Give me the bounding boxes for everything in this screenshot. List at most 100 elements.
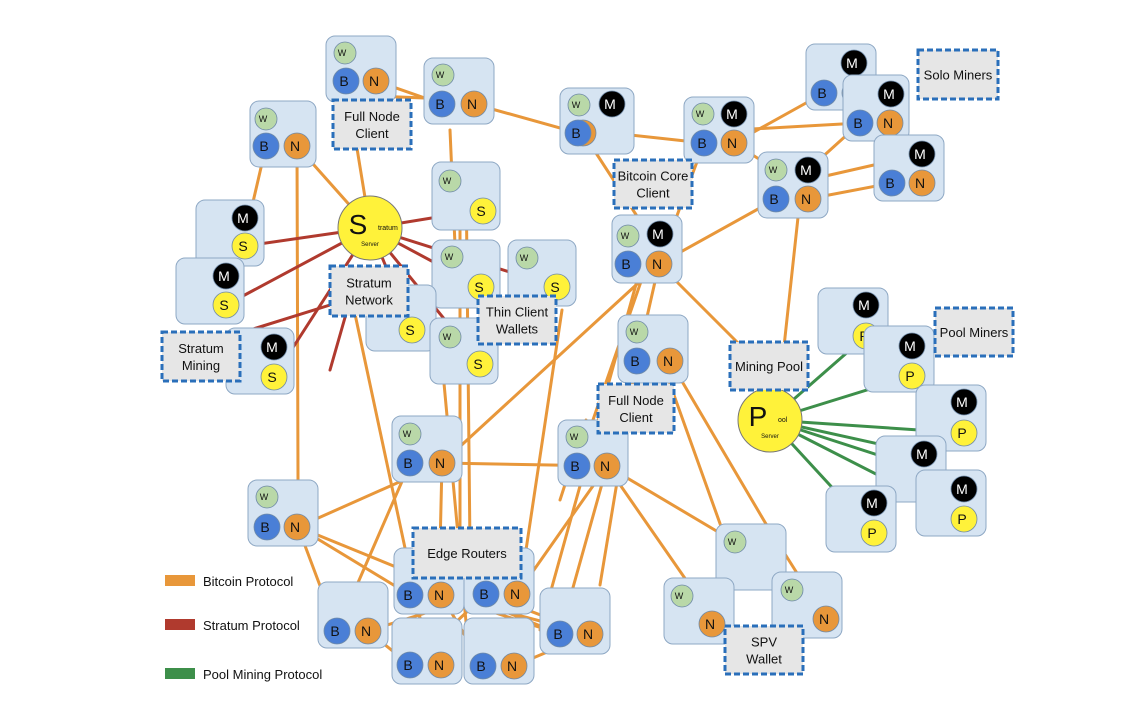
network-routing-circle xyxy=(427,581,455,609)
callout-stratum-network-text: Network xyxy=(345,293,393,308)
miner-circle xyxy=(260,333,288,361)
callout-full-node-client-mid-box xyxy=(596,382,676,435)
miner-circle xyxy=(794,156,822,184)
blockchain-circle-letter: B xyxy=(403,657,412,673)
blockchain-circle xyxy=(253,513,281,541)
node-box: MS xyxy=(195,199,265,267)
bitcoin-protocol-link xyxy=(668,359,768,526)
callout-pool-miners-box xyxy=(933,306,1015,358)
lightweight-circle-letter: S xyxy=(267,369,276,385)
blockchain-circle xyxy=(762,185,790,213)
miner-circle xyxy=(212,262,240,290)
network-routing-circle-letter: N xyxy=(727,135,737,151)
blockchain-circle-letter: B xyxy=(259,138,268,154)
wallet-circle xyxy=(333,41,357,65)
miner-circle xyxy=(910,440,938,468)
callout-thin-client-wallets-text: Thin Client xyxy=(486,305,549,320)
network-routing-circle xyxy=(460,90,488,118)
blockchain-circle xyxy=(614,250,642,278)
node-box: MS xyxy=(225,327,295,395)
wallet-circle xyxy=(691,102,715,126)
miner-circle-letter: M xyxy=(218,268,230,284)
wallet-circle xyxy=(616,224,640,248)
wallet-circle-letter: W xyxy=(260,492,269,502)
miner-circle-letter: M xyxy=(846,55,858,71)
network-routing-circle xyxy=(794,185,822,213)
callout-bitcoin-core-client-box xyxy=(612,158,694,210)
lightweight-circle-letter: S xyxy=(219,297,228,313)
miner-circle-letter: M xyxy=(904,338,916,354)
blockchain-circle xyxy=(878,169,906,197)
network-routing-circle-letter: N xyxy=(600,458,610,474)
connection-lines xyxy=(224,79,966,668)
network-routing-circle-letter: N xyxy=(290,519,300,535)
callout-thin-client-wallets-box xyxy=(476,294,558,346)
callout-mining-pool-text: Mining Pool xyxy=(735,359,803,374)
callout-spv-wallet-box xyxy=(723,624,805,676)
network-routing-circle xyxy=(698,610,726,638)
miner-circle xyxy=(852,291,880,319)
miner-circle xyxy=(877,80,905,108)
blockchain-circle xyxy=(396,651,424,679)
miner-circle xyxy=(231,204,259,232)
callout-stratum-mining-box xyxy=(160,330,242,383)
legend-pool-mining-protocol-swatch xyxy=(165,668,195,679)
callout-pool-miners: Pool Miners xyxy=(933,306,1015,358)
network-routing-circle-letter: N xyxy=(583,626,593,642)
lightweight-circle-letter: S xyxy=(238,238,247,254)
lightweight-circle-letter: P xyxy=(957,511,966,527)
network-routing-circle xyxy=(576,620,604,648)
callout-solo-miners-box xyxy=(916,48,1000,101)
miner-circle xyxy=(950,388,978,416)
lightweight-circle xyxy=(398,316,426,344)
network-routing-circle xyxy=(428,449,456,477)
callout-stratum-network-box xyxy=(328,264,410,318)
blockchain-circle xyxy=(323,617,351,645)
wallet-circle-letter: W xyxy=(259,114,268,124)
node-box: MP xyxy=(915,384,987,452)
callout-mining-pool-box xyxy=(728,340,810,392)
miner-circle xyxy=(898,332,926,360)
wallet-circle xyxy=(438,169,462,193)
miner-circle-letter: M xyxy=(858,297,870,313)
network-routing-circle-letter: N xyxy=(801,191,811,207)
callout-stratum-mining-text: Mining xyxy=(182,358,220,373)
blockchain-circle-letter: B xyxy=(885,175,894,191)
network-routing-circle xyxy=(645,250,673,278)
callout-bitcoin-core-client-text: Bitcoin Core xyxy=(618,169,689,184)
wallet-circle xyxy=(565,425,589,449)
miner-circle-letter: M xyxy=(652,226,664,242)
wallet-circle xyxy=(438,325,462,349)
lightweight-circle-letter: S xyxy=(550,279,559,295)
wallet-circle-letter: W xyxy=(769,165,778,175)
blockchain-circle-letter: B xyxy=(339,73,348,89)
callout-mining-pool: Mining Pool xyxy=(728,340,810,392)
miner-circle-letter: M xyxy=(237,210,249,226)
node-box: WN xyxy=(663,577,735,645)
wallet-circle-letter: W xyxy=(443,176,452,186)
legend-stratum-protocol: Stratum Protocol xyxy=(165,618,300,633)
bitcoin-protocol-link xyxy=(440,262,661,465)
blockchain-circle-letter: B xyxy=(330,623,339,639)
wallet-circle-letter: W xyxy=(572,100,581,110)
node-box: MP xyxy=(863,325,935,393)
miner-circle-letter: M xyxy=(726,106,738,122)
wallet-circle-letter: W xyxy=(520,253,529,263)
wallet-circle-letter: W xyxy=(436,70,445,80)
network-routing-circle-letter: N xyxy=(705,616,715,632)
wallet-circle-letter: W xyxy=(630,327,639,337)
miner-circle-letter: M xyxy=(883,86,895,102)
network-routing-circle xyxy=(656,347,684,375)
blockchain-circle-letter: B xyxy=(571,125,580,141)
node-box: MNB xyxy=(842,74,910,142)
